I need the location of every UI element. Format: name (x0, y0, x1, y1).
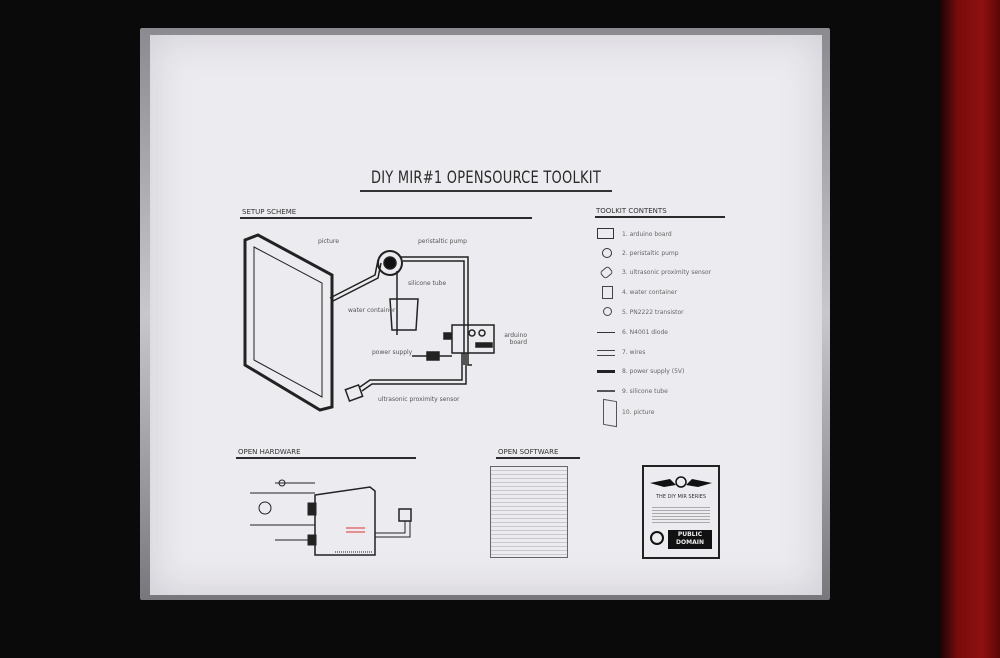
hands-logo-icon (650, 476, 712, 488)
label-tube: silicone tube (408, 280, 447, 287)
wires-icon (597, 350, 615, 356)
label-arduino: arduino board (504, 332, 527, 346)
toolkit-item: 7. wires (622, 349, 646, 356)
label-pump: peristaltic pump (418, 238, 467, 245)
public-domain-badge: PUBLIC DOMAIN (668, 530, 712, 549)
open-software-heading: OPEN SOFTWARE (498, 448, 559, 456)
toolkit-item: 3. ultrasonic proximity sensor (622, 269, 712, 276)
poster: DIY MIR#1 OPENSOURCE TOOLKIT SETUP SCHEM… (150, 35, 822, 595)
public-domain-icon (650, 531, 664, 545)
toolkit-item: 10. picture (622, 409, 655, 416)
red-curtain (940, 0, 1000, 658)
title-rule (360, 190, 612, 192)
pump-icon (602, 248, 612, 258)
toolkit-item: 2. peristaltic pump (622, 250, 679, 257)
hardware-schematic (250, 479, 412, 556)
toolkit-item: 8. power supply (5V) (622, 368, 685, 375)
diode-icon (597, 332, 615, 333)
toolkit-item: 6. N4001 diode (622, 329, 668, 336)
toolkit-item: 5. PN2222 transistor (622, 309, 684, 316)
description-text (652, 505, 710, 523)
label-picture: picture (318, 238, 339, 245)
label-container: water container (348, 307, 396, 314)
tube-icon (597, 390, 615, 392)
open-hardware-heading: OPEN HARDWARE (238, 448, 301, 456)
software-rule (496, 457, 580, 459)
label-sensor: ultrasonic proximity sensor (378, 396, 460, 403)
power-supply-icon (597, 370, 615, 373)
toolkit-heading: TOOLKIT CONTENTS (596, 207, 667, 215)
series-name: THE DIY MIR SERIES (656, 494, 706, 500)
license-line2: DOMAIN (676, 539, 704, 546)
transistor-icon (603, 307, 612, 316)
arduino-icon (597, 228, 614, 239)
diy-mir-logo: THE DIY MIR SERIES PUBLIC DOMAIN (642, 465, 720, 559)
hardware-rule (236, 457, 416, 459)
software-code-screenshot (490, 466, 568, 558)
setup-scheme-heading: SETUP SCHEME (242, 208, 297, 216)
setup-rule (240, 217, 532, 219)
poster-title: DIY MIR#1 OPENSOURCE TOOLKIT (370, 168, 602, 188)
setup-scheme-diagram (243, 233, 495, 412)
label-power: power supply (372, 349, 413, 356)
toolkit-item: 4. water container (622, 289, 678, 296)
toolkit-item: 9. silicone tube (622, 388, 668, 395)
toolkit-rule (595, 216, 725, 218)
toolkit-item: 1. arduino board (622, 231, 672, 238)
license-line1: PUBLIC (677, 531, 703, 538)
container-icon (602, 286, 613, 299)
